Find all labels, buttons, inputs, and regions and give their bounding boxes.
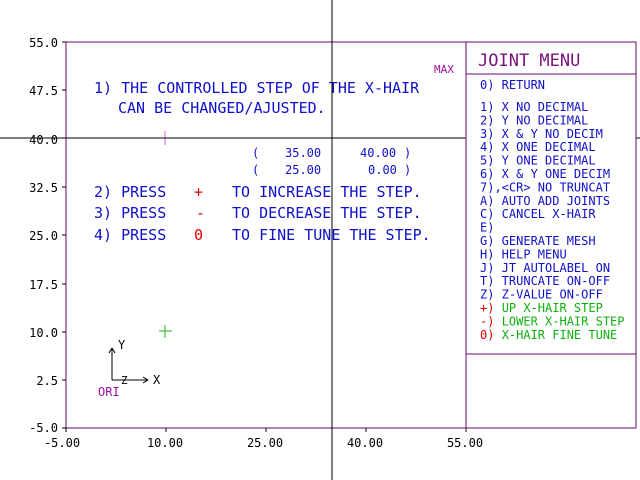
instruction-line-2: CAN BE CHANGED/AJUSTED. bbox=[118, 99, 326, 117]
y-tick-label: 10.0 bbox=[29, 326, 58, 340]
y-tick-label: 47.5 bbox=[29, 84, 58, 98]
origin-triad: Y X Z ORI bbox=[98, 338, 161, 399]
menu-item[interactable]: -) LOWER X-HAIR STEP bbox=[480, 314, 625, 328]
menu-item[interactable]: 7),<CR> NO TRUNCAT bbox=[480, 180, 610, 194]
y-tick-label: 55.0 bbox=[29, 36, 58, 50]
menu-item[interactable]: A) AUTO ADD JOINTS bbox=[480, 194, 610, 208]
menu-item[interactable]: G) GENERATE MESH bbox=[480, 234, 596, 248]
menu-lower-box bbox=[465, 353, 637, 429]
step-increase-key: + bbox=[194, 183, 203, 201]
x-tick-label: 40.00 bbox=[347, 436, 383, 450]
menu-item[interactable]: 4) X ONE DECIMAL bbox=[480, 140, 596, 154]
step-finetune-prefix: 4) PRESS bbox=[94, 226, 166, 244]
axis-ticks bbox=[62, 41, 467, 432]
coordinate-readout: ( 35.00 40.00 ) ( 25.00 0.00 ) bbox=[252, 146, 411, 177]
menu-item[interactable]: 5) Y ONE DECIMAL bbox=[480, 154, 596, 168]
x-axis-labels: -5.00 10.00 25.00 40.00 55.00 bbox=[44, 436, 483, 450]
menu-title-box bbox=[465, 41, 637, 75]
coord-row2-open: ( bbox=[252, 163, 259, 177]
menu-item[interactable]: 0) RETURN bbox=[480, 78, 545, 92]
step-decrease-text: TO DECREASE THE STEP. bbox=[232, 204, 422, 222]
menu-item[interactable]: T) TRUNCATE ON-OFF bbox=[480, 274, 610, 288]
menu-item[interactable]: 1) X NO DECIMAL bbox=[480, 100, 588, 114]
menu-item[interactable]: C) CANCEL X-HAIR bbox=[480, 207, 596, 221]
step-increase-text: TO INCREASE THE STEP. bbox=[232, 183, 422, 201]
origin-x-label: X bbox=[153, 373, 161, 387]
y-tick-label: -5.0 bbox=[29, 421, 58, 435]
y-tick-label: 40.0 bbox=[29, 133, 58, 147]
coord-row1-close: ) bbox=[404, 146, 411, 160]
step-decrease-key: - bbox=[196, 204, 205, 222]
menu-item[interactable]: J) JT AUTOLABEL ON bbox=[480, 261, 610, 275]
menu-item[interactable]: E) bbox=[480, 221, 494, 235]
origin-y-label: Y bbox=[118, 338, 126, 352]
coord-row1-open: ( bbox=[252, 146, 259, 160]
coord-row2-b: 0.00 bbox=[368, 163, 397, 177]
menu-items-box bbox=[465, 73, 637, 355]
instructions-panel: 1) THE CONTROLLED STEP OF THE X-HAIR CAN… bbox=[94, 79, 431, 244]
step-decrease-prefix: 3) PRESS bbox=[94, 204, 166, 222]
menu-title: JOINT MENU bbox=[478, 51, 580, 71]
menu-item[interactable]: 6) X & Y ONE DECIM bbox=[480, 167, 610, 181]
menu-item[interactable]: Z) Z-VALUE ON-OFF bbox=[480, 288, 603, 302]
y-tick-label: 2.5 bbox=[36, 374, 58, 388]
coord-row1-b: 40.00 bbox=[360, 146, 396, 160]
menu-item[interactable]: +) UP X-HAIR STEP bbox=[480, 301, 603, 315]
x-tick-label: 55.00 bbox=[447, 436, 483, 450]
y-axis-labels: 55.0 47.5 40.0 32.5 25.0 17.5 10.0 2.5 -… bbox=[29, 36, 58, 435]
max-label: MAX bbox=[434, 63, 454, 76]
step-finetune-key: 0 bbox=[194, 226, 203, 244]
menu-item[interactable]: 0) X-HAIR FINE TUNE bbox=[480, 328, 617, 342]
origin-label: ORI bbox=[98, 385, 120, 399]
green-plus-marker bbox=[159, 325, 172, 338]
coord-row2-close: ) bbox=[404, 163, 411, 177]
y-tick-label: 25.0 bbox=[29, 229, 58, 243]
x-tick-label: -5.00 bbox=[44, 436, 80, 450]
x-tick-label: 10.00 bbox=[147, 436, 183, 450]
y-tick-label: 17.5 bbox=[29, 278, 58, 292]
coord-row2-a: 25.00 bbox=[285, 163, 321, 177]
menu-item[interactable]: 2) Y NO DECIMAL bbox=[480, 113, 588, 127]
menu-item[interactable]: 3) X & Y NO DECIM bbox=[480, 127, 603, 141]
y-tick-label: 32.5 bbox=[29, 181, 58, 195]
coord-row1-a: 35.00 bbox=[285, 146, 321, 160]
x-tick-label: 25.00 bbox=[247, 436, 283, 450]
step-finetune-text: TO FINE TUNE THE STEP. bbox=[232, 226, 431, 244]
menu-item[interactable]: H) HELP MENU bbox=[480, 247, 567, 261]
step-increase-prefix: 2) PRESS bbox=[94, 183, 166, 201]
instruction-line-1: 1) THE CONTROLLED STEP OF THE X-HAIR bbox=[94, 79, 420, 97]
origin-z-label: Z bbox=[121, 374, 128, 387]
